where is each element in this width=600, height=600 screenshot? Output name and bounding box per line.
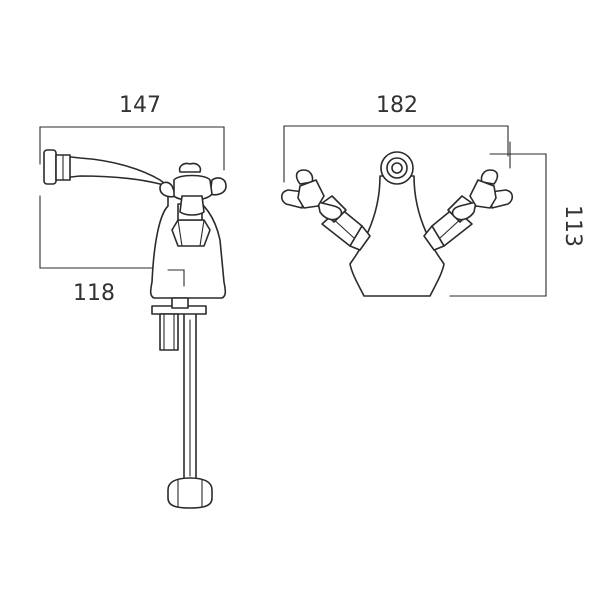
dimension-label-147: 147 xyxy=(119,93,161,118)
dimension-182: 182 xyxy=(283,93,509,171)
left-valve-shroud xyxy=(349,225,371,251)
dimension-label-118: 118 xyxy=(73,281,115,306)
dimension-118: 118 xyxy=(39,195,185,306)
side-handle-arm-left xyxy=(159,181,177,198)
side-valve-nut-facet xyxy=(199,219,205,247)
side-handle-hub xyxy=(173,174,213,202)
side-handle-arm-top xyxy=(178,162,202,173)
front-view: 182 113 xyxy=(280,93,585,297)
left-handle-arm-right xyxy=(317,201,343,221)
dimension-113: 113 xyxy=(449,141,585,297)
right-handle-arm-left xyxy=(451,201,477,221)
dimension-label-182: 182 xyxy=(376,93,418,118)
side-view: 147 118 xyxy=(39,93,227,509)
right-handle-hub xyxy=(469,179,497,209)
side-handle-arm-front xyxy=(179,195,205,216)
side-valve-nut-facet xyxy=(177,219,183,247)
left-handle-hub xyxy=(297,179,325,209)
side-cross-handle xyxy=(159,162,227,216)
side-handle-arm-right xyxy=(209,177,227,196)
right-valve-shroud xyxy=(423,225,445,251)
spout-outlet-cap xyxy=(43,149,57,185)
left-valve xyxy=(280,169,371,251)
right-handle-arm-top xyxy=(480,169,499,185)
dimension-line-147 xyxy=(39,126,225,171)
dimension-147: 147 xyxy=(39,93,225,171)
front-outlet-aerator xyxy=(391,162,403,174)
dimension-line-113 xyxy=(449,153,547,297)
shank-collar xyxy=(171,297,189,309)
base-reference-mark xyxy=(167,269,185,287)
tail-nut xyxy=(167,477,213,509)
fixing-stud xyxy=(159,313,179,351)
side-valve-nut xyxy=(171,219,211,247)
left-handle-arm-top xyxy=(295,169,314,185)
dimension-label-113: 113 xyxy=(560,205,585,247)
dimension-line-182 xyxy=(283,125,509,171)
right-valve xyxy=(423,169,514,251)
